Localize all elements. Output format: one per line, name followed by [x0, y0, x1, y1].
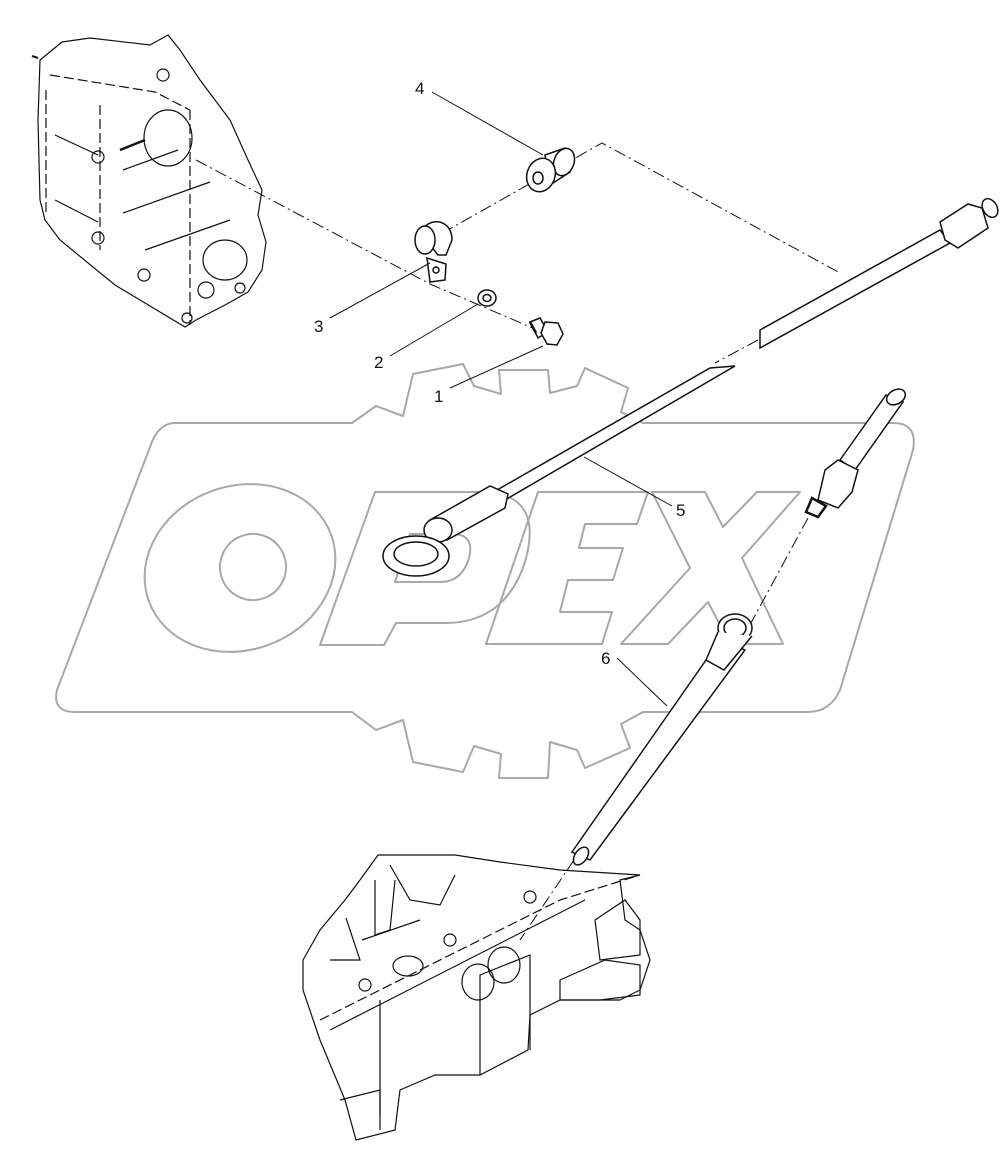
opex-watermark	[55, 363, 915, 779]
leader-1	[449, 345, 544, 389]
leader-5	[583, 456, 673, 507]
part-6-dipstick-tube	[570, 388, 907, 866]
part-5-dipstick	[382, 197, 999, 577]
timing-cover-drawing	[31, 34, 267, 328]
part-2-washer	[477, 289, 497, 307]
part-3-p-clamp	[414, 220, 453, 283]
callout-6-label: 6	[601, 649, 611, 668]
leader-2	[389, 303, 479, 357]
leader-4	[431, 91, 544, 156]
leader-6	[616, 657, 668, 707]
callout-2-label: 2	[374, 353, 384, 372]
callout-leader-lines	[329, 91, 673, 707]
callout-1-label: 1	[434, 387, 444, 406]
part-1-bolt	[528, 317, 564, 346]
callout-3-label: 3	[314, 317, 324, 336]
callout-4-label: 4	[415, 79, 425, 98]
leader-3	[329, 262, 431, 319]
callout-5-label: 5	[676, 501, 686, 520]
engine-block-drawing	[302, 854, 651, 1141]
assembly-center-lines	[195, 142, 841, 941]
part-4-grommet	[525, 147, 576, 193]
